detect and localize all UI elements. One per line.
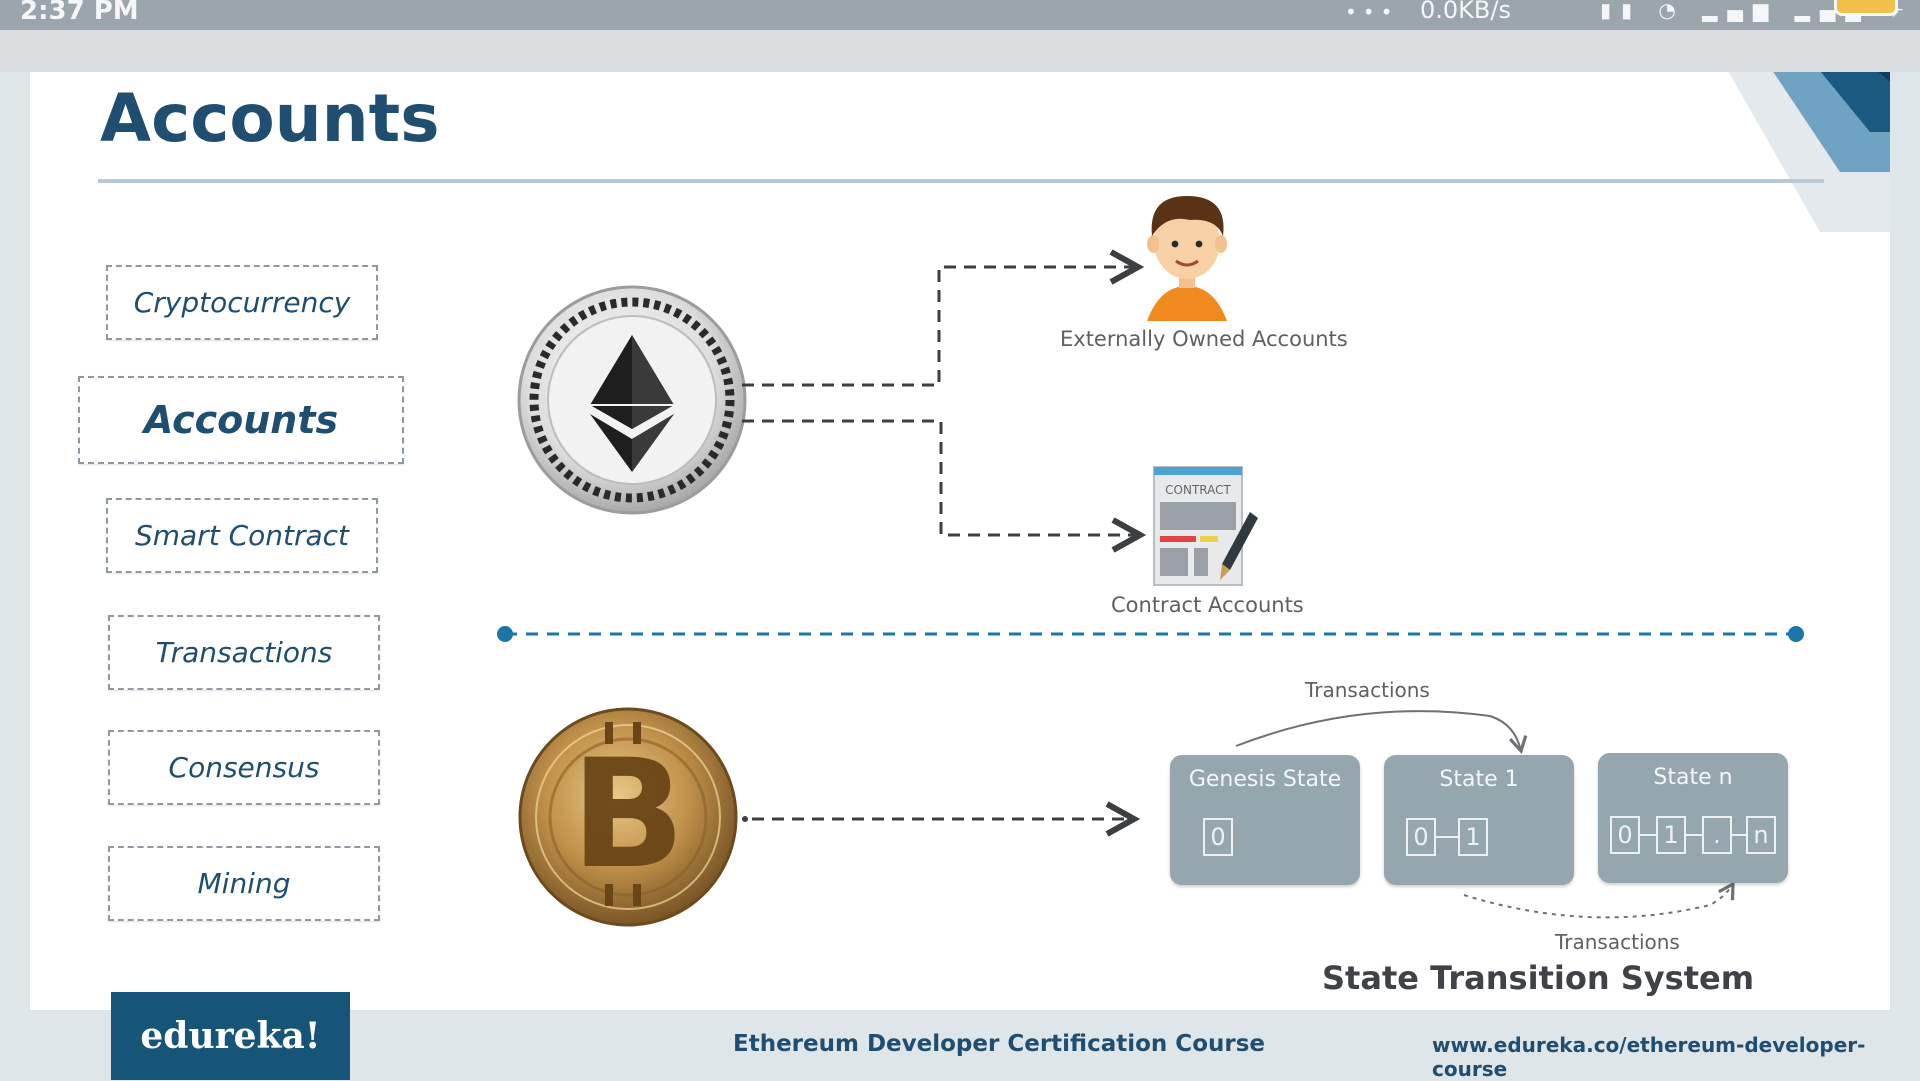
externally-owned-accounts-label: Externally Owned Accounts — [1060, 327, 1348, 351]
state-cell: 1 — [1656, 816, 1686, 854]
bitcoin-coin-icon: B — [518, 707, 738, 927]
state-cell-link — [1732, 834, 1746, 836]
course-title: Ethereum Developer Certification Course — [733, 1031, 1265, 1057]
section-divider — [497, 626, 1804, 642]
course-url: www.edureka.co/ethereum-developer-course — [1432, 1033, 1866, 1081]
state-cell-link — [1686, 834, 1702, 836]
transactions-label-top: Transactions — [1305, 678, 1430, 702]
eoa-connector — [742, 267, 1138, 387]
transactions-curve-top — [1235, 710, 1528, 755]
state-cell-link — [1436, 836, 1458, 838]
network-speed: 0.0KB/s — [1420, 0, 1511, 24]
contract-document-icon: CONTRACT — [1153, 466, 1258, 586]
nav-item-label: Transactions — [155, 636, 333, 669]
person-avatar-icon — [1147, 196, 1227, 321]
state-cell: 0 — [1406, 818, 1436, 856]
svg-text:B: B — [571, 728, 685, 902]
nav-item-transactions[interactable]: Transactions — [108, 615, 380, 690]
title-divider — [98, 179, 1824, 183]
nav-item-smart-contract[interactable]: Smart Contract — [106, 498, 378, 573]
state-cell: . — [1702, 816, 1732, 854]
battery-icon — [1834, 0, 1898, 16]
nav-item-label: Accounts — [143, 398, 339, 442]
status-bar: 2:37 PM ••• 0.0KB/s ▮▮ ◔ ▂▄▆ ▂▄▆ ✈ — [0, 0, 1920, 30]
state-box-n: State n 0 1 . n — [1598, 753, 1788, 883]
bitcoin-connector — [742, 816, 1134, 822]
contract-doc-heading: CONTRACT — [1165, 483, 1231, 497]
contract-accounts-label: Contract Accounts — [1111, 593, 1304, 617]
accounts-diagram: CONTRACT B — [497, 196, 1804, 927]
nav-item-cryptocurrency[interactable]: Cryptocurrency — [106, 265, 378, 340]
state-cell: n — [1746, 816, 1776, 854]
slide: Accounts Cryptocurrency Accounts Smart C… — [30, 72, 1890, 1010]
state-cell-link — [1640, 834, 1656, 836]
nav-item-label: Consensus — [168, 751, 320, 784]
status-time: 2:37 PM — [20, 0, 139, 26]
ethereum-coin-icon — [517, 285, 747, 515]
transactions-curve-bottom — [1463, 881, 1735, 919]
transactions-label-bottom: Transactions — [1555, 930, 1680, 954]
signal-icons: ▮▮ ◔ ▂▄▆ ▂▄▆ ✈ — [1600, 0, 1914, 22]
state-transition-system-label: State Transition System — [1322, 959, 1755, 997]
nav-item-label: Mining — [197, 867, 291, 900]
state-title: State 1 — [1439, 767, 1519, 792]
nav-item-accounts[interactable]: Accounts — [78, 376, 404, 464]
nav-item-label: Smart Contract — [134, 519, 350, 552]
more-dots-icon: ••• — [1345, 0, 1399, 24]
edureka-logo: edureka! — [111, 992, 350, 1080]
state-cell: 0 — [1203, 818, 1233, 856]
corner-decoration — [1728, 72, 1890, 232]
state-box-1: State 1 0 1 — [1384, 755, 1574, 885]
contract-connector — [742, 419, 1140, 535]
state-box-genesis: Genesis State 0 — [1170, 755, 1360, 885]
toolbar-strip — [0, 30, 1920, 72]
state-cell: 1 — [1458, 818, 1488, 856]
state-title: Genesis State — [1188, 767, 1342, 792]
nav-item-mining[interactable]: Mining — [108, 846, 380, 921]
nav-item-consensus[interactable]: Consensus — [108, 730, 380, 805]
state-title: State n — [1653, 765, 1733, 790]
page-title: Accounts — [100, 80, 440, 157]
state-cell: 0 — [1610, 816, 1640, 854]
nav-item-label: Cryptocurrency — [133, 286, 351, 319]
